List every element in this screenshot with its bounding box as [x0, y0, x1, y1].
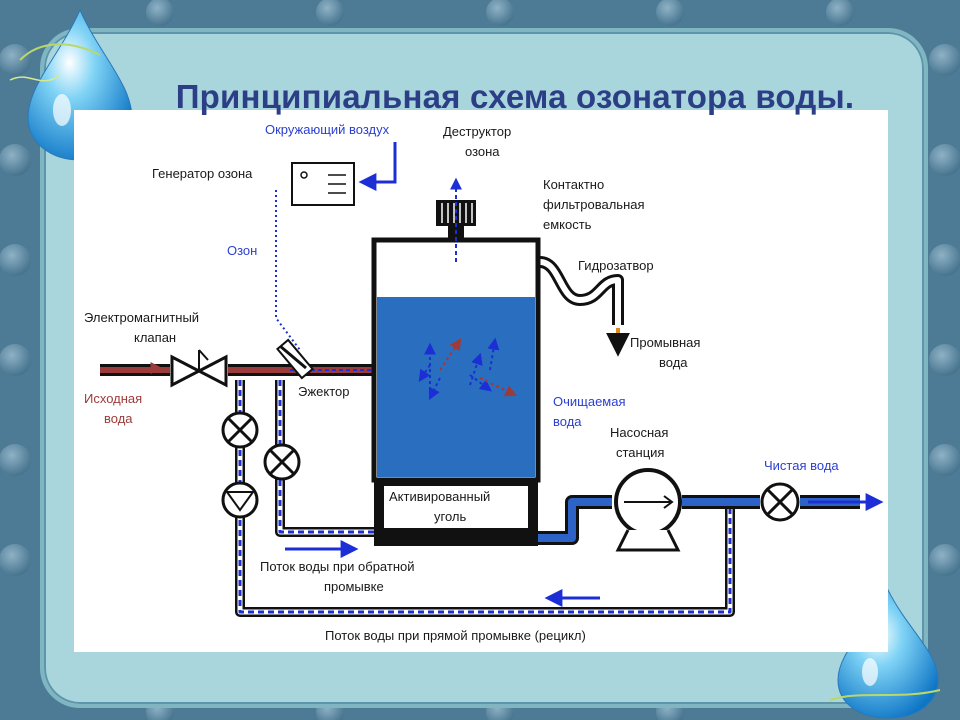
shutoff-valve-icon — [760, 482, 800, 522]
shutoff-valve-icon — [221, 411, 259, 449]
label-source-1: Исходная — [84, 391, 142, 406]
label-destructor: Деструктор — [443, 124, 511, 139]
label-rinse-1: Промывная — [630, 335, 700, 350]
label-pump-1: Насосная — [610, 425, 668, 440]
label-solenoid-1: Электромагнитный — [84, 310, 199, 325]
label-ambient-air: Окружающий воздух — [265, 122, 390, 137]
label-contact-3: емкость — [543, 217, 592, 232]
label-destructor-2: озона — [465, 144, 500, 159]
ozonator-schematic: Окружающий воздух Деструктор озона Генер… — [84, 122, 884, 643]
label-recycle: Поток воды при прямой промывке (рецикл) — [325, 628, 586, 643]
label-treated-1: Очищаемая — [553, 394, 626, 409]
ozone-generator — [291, 162, 355, 206]
label-ozone-generator: Генератор озона — [152, 166, 253, 181]
label-backwash-2: промывке — [324, 579, 384, 594]
label-backwash-1: Поток воды при обратной — [260, 559, 415, 574]
ejector — [276, 338, 314, 380]
pump-icon — [614, 468, 682, 552]
label-contact-1: Контактно — [543, 177, 604, 192]
ozone-line — [275, 190, 301, 351]
check-valve-icon — [221, 481, 259, 519]
ambient-air-arrow — [358, 142, 397, 191]
shutoff-valve-icon — [263, 443, 301, 481]
ozone-destructor — [436, 177, 476, 262]
label-hydro-lock: Гидрозатвор — [578, 258, 654, 273]
label-carbon-1: Активированный — [389, 489, 490, 504]
label-contact-2: фильтровальная — [543, 197, 645, 212]
page-title: Принципиальная схема озонатора воды. — [175, 78, 855, 115]
label-ejector: Эжектор — [298, 384, 350, 399]
label-clean-water: Чистая вода — [764, 458, 839, 473]
label-treated-2: вода — [553, 414, 582, 429]
label-ozone: Озон — [227, 243, 257, 258]
label-source-2: вода — [104, 411, 133, 426]
label-solenoid-2: клапан — [134, 330, 176, 345]
solenoid-valve-icon — [170, 349, 228, 388]
label-rinse-2: вода — [659, 355, 688, 370]
label-carbon-2: уголь — [434, 509, 466, 524]
labels: Окружающий воздух Деструктор озона Генер… — [84, 122, 839, 643]
diagram-panel: Окружающий воздух Деструктор озона Генер… — [74, 110, 888, 652]
label-pump-2: станция — [616, 445, 664, 460]
contact-filter-tank — [371, 237, 541, 546]
